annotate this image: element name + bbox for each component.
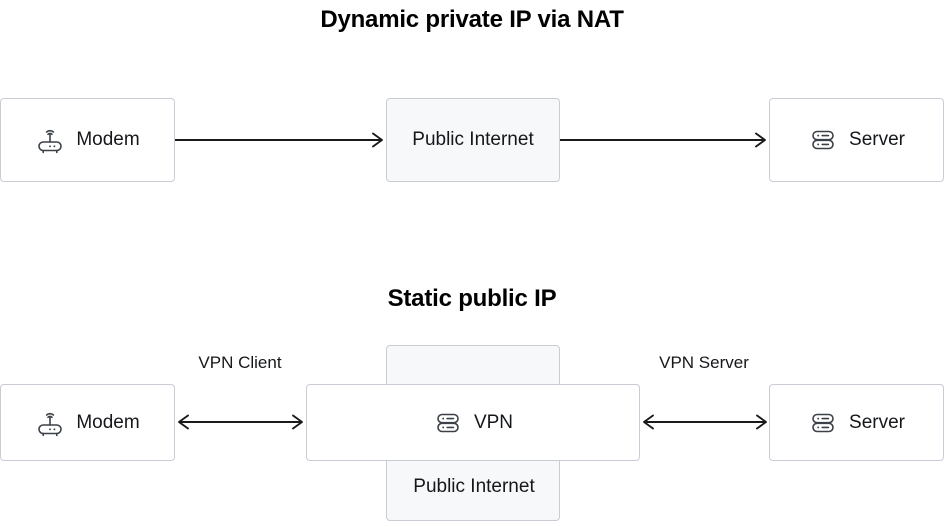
node-server-bottom-label: Server (849, 411, 905, 433)
router-icon (38, 129, 63, 154)
router-icon (38, 412, 63, 436)
node-public-internet-bottom-label: Public Internet (413, 476, 535, 497)
server-icon (812, 413, 834, 432)
node-modem-top-label: Modem (76, 129, 140, 150)
node-modem-top[interactable]: Modem (0, 98, 175, 182)
node-modem-bottom[interactable]: Modem (0, 384, 175, 461)
caption-vpn-client: VPN Client (198, 353, 282, 372)
node-public-internet-top[interactable]: Public Internet (386, 98, 560, 182)
connector-vpn-to-server (643, 414, 767, 430)
caption-vpn-server: VPN Server (659, 353, 749, 372)
node-public-internet-top-label: Public Internet (412, 129, 534, 150)
section-title-dynamic-nat: Dynamic private IP via NAT (320, 6, 624, 33)
node-modem-bottom-label: Modem (76, 411, 140, 433)
node-server-top-label: Server (849, 129, 905, 150)
section-title-static-public-ip: Static public IP (387, 285, 557, 312)
connector-modem-to-vpn (178, 414, 303, 430)
node-vpn[interactable]: VPN (306, 384, 640, 461)
node-server-top[interactable]: Server (769, 98, 944, 182)
server-icon (812, 130, 834, 150)
connector-internet-to-server (560, 132, 766, 148)
connector-modem-to-internet (175, 132, 383, 148)
server-icon (437, 413, 459, 432)
node-server-bottom[interactable]: Server (769, 384, 944, 461)
node-vpn-label: VPN (473, 411, 514, 433)
